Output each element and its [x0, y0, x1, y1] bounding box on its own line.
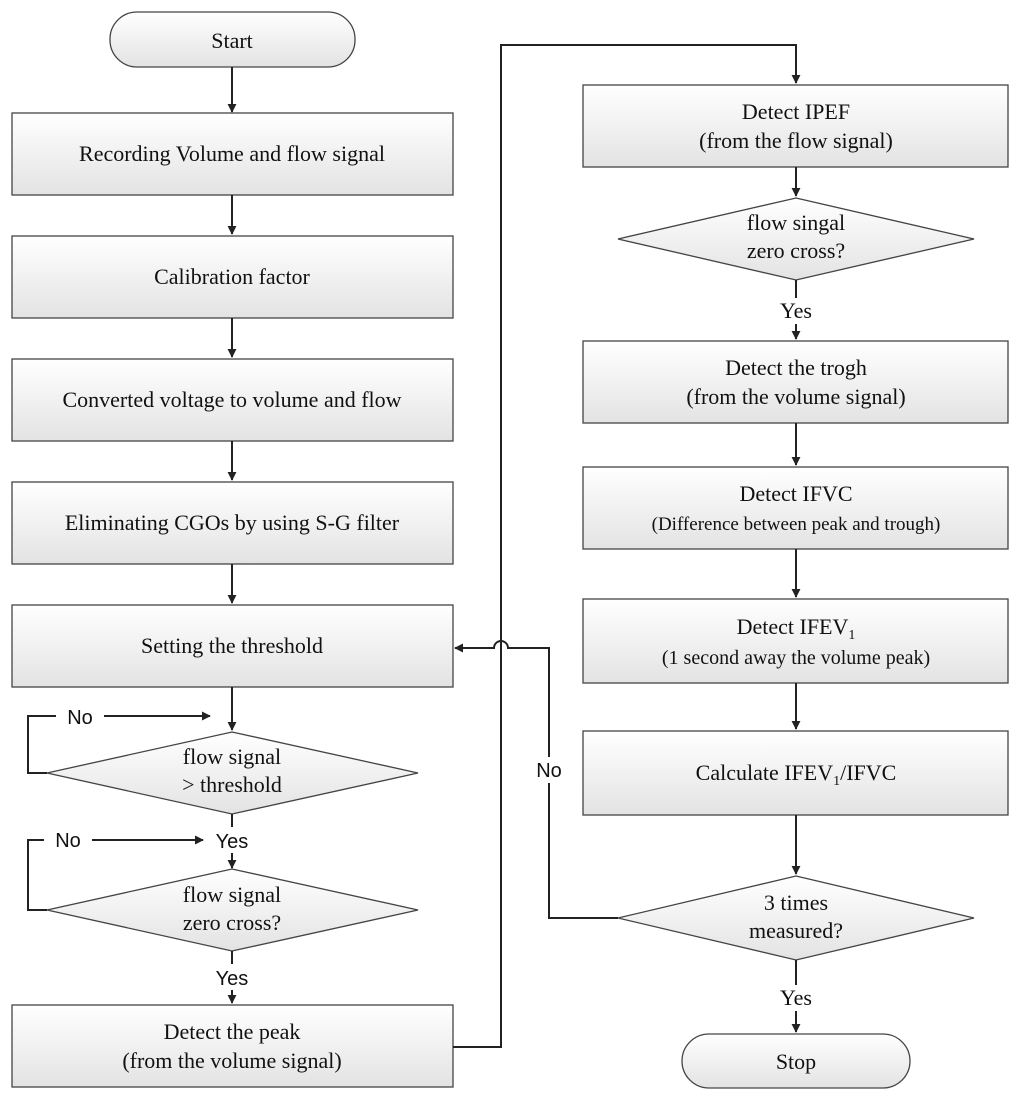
edge-label-yes-threshold: Yes: [216, 831, 249, 853]
process-recording-label: Recording Volume and flow signal: [79, 141, 385, 166]
edge-label-no-times: No: [536, 760, 562, 782]
process-eliminating: [11, 481, 454, 565]
label-bg-yes-threshold: [206, 827, 258, 853]
process-detect-ipef: [582, 84, 1009, 168]
process-trough-line2: (from the volume signal): [686, 384, 905, 409]
process-detect-ifev1: [582, 598, 1009, 684]
process-detect-peak: [11, 1004, 454, 1088]
calc-part-b: /IFVC: [840, 760, 896, 785]
decision-zero-left-line2: zero cross?: [183, 910, 281, 935]
process-calculate-ratio: [582, 730, 1009, 816]
process-threshold-label: Setting the threshold: [141, 633, 323, 658]
label-bg-no-times: [528, 757, 570, 783]
stop-terminal: [681, 1033, 911, 1089]
process-recording: [11, 112, 454, 196]
process-converted-label: Converted voltage to volume and flow: [62, 387, 401, 412]
calc-part-a: Calculate IFEV: [696, 760, 834, 785]
process-calibration-label: Calibration factor: [154, 264, 310, 289]
edge-peak-to-ipef: [453, 44, 801, 1048]
process-ifvc-line2: (Difference between peak and trough): [652, 514, 941, 535]
edge-label-no-threshold: No: [67, 707, 93, 729]
decision-zero-left-line1: flow signal: [183, 882, 281, 907]
decision-zero-right-line1: flow singal: [747, 210, 845, 235]
process-ifvc-line1: Detect IFVC: [739, 481, 852, 506]
decision-threshold-line1: flow signal: [183, 744, 281, 769]
process-trough-line1: Detect the trogh: [725, 355, 867, 380]
decision-times-line2: measured?: [749, 918, 843, 943]
decision-times-line1: 3 times: [764, 890, 828, 915]
edge-label-yes-times: Yes: [780, 985, 812, 1010]
process-ipef-line1: Detect IPEF: [742, 99, 850, 124]
edge-label-yes-zero-left: Yes: [216, 968, 249, 990]
process-threshold: [11, 604, 454, 688]
label-bg-no-zero-left: [44, 828, 92, 852]
label-bg-yes-zero-left: [206, 964, 258, 990]
edge-label-yes-zero-right: Yes: [780, 298, 812, 323]
process-ipef-line2: (from the flow signal): [699, 128, 893, 153]
edge-no-loop-zero-left: [27, 835, 204, 911]
ifev1-main: Detect IFEV: [737, 614, 849, 639]
decision-threshold-line2: > threshold: [182, 772, 282, 797]
edge-no-loop-threshold: [27, 711, 211, 774]
edge-no-loop-times: [454, 640, 618, 919]
process-peak-line2: (from the volume signal): [122, 1048, 341, 1073]
decision-zero-right-line2: zero cross?: [747, 238, 845, 263]
process-detect-ifvc: [582, 466, 1009, 550]
start-label: Start: [211, 28, 253, 53]
label-bg-no-threshold: [56, 704, 104, 728]
calc-subscript: 1: [833, 774, 840, 789]
label-bg-yes-zero-right: [770, 298, 822, 324]
process-converted: [11, 358, 454, 442]
process-peak-line1: Detect the peak: [164, 1019, 301, 1044]
label-bg-yes-times: [770, 985, 822, 1011]
process-ifev1-line2: (1 second away the volume peak): [662, 647, 930, 669]
ifev1-subscript: 1: [848, 628, 855, 643]
process-detect-trough: [582, 340, 1009, 424]
stop-label: Stop: [776, 1049, 816, 1074]
process-eliminating-label: Eliminating CGOs by using S-G filter: [65, 510, 400, 535]
edge-label-no-zero-left: No: [55, 830, 81, 852]
process-calc-label: Calculate IFEV1/IFVC: [696, 760, 897, 789]
process-ifev1-line1: Detect IFEV1: [737, 614, 856, 643]
